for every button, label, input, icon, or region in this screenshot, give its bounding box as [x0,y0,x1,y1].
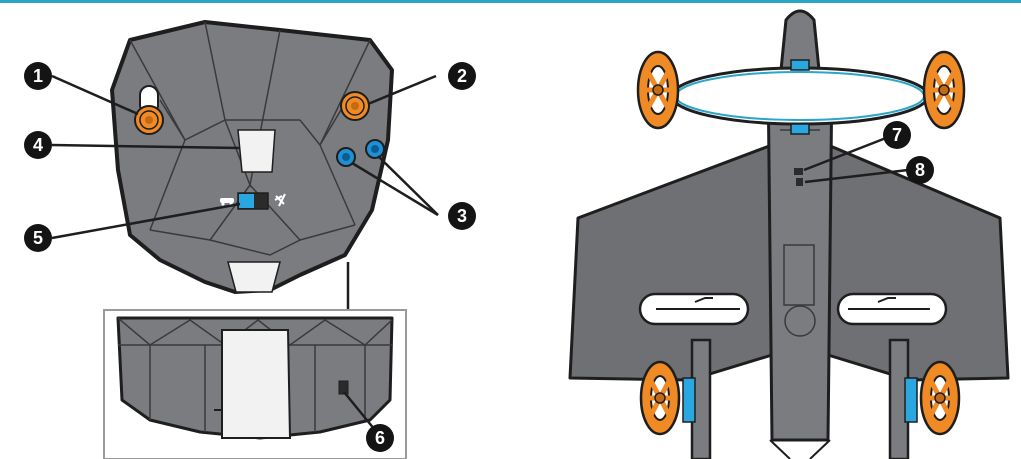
header-rule [0,0,1021,3]
port-leader-line [343,391,376,431]
callout-1: 1 [24,62,52,90]
callout-4: 4 [24,131,52,159]
aircraft-bottom-view [568,9,1010,459]
right-joystick [340,91,370,121]
callout-3: 3 [448,202,476,230]
charging-port [338,380,349,395]
controller-leader-lines [51,74,439,310]
front-left-propeller [636,50,680,130]
callout-2: 2 [448,62,476,90]
battery-port [796,178,803,186]
right-wheel-well [836,292,948,326]
cabin-window [670,66,930,126]
rear-right-propeller [919,360,961,436]
fuselage-port [784,305,816,337]
front-right-propeller [922,50,966,130]
controller-front-inset [103,309,407,459]
leader-8 [804,168,909,184]
callout-5: 5 [24,224,52,252]
front-light-panel [221,329,292,439]
left-joystick [134,105,164,135]
rear-left-propeller [639,360,681,436]
mode-switch [220,192,286,210]
controller-bottom-panel [227,261,281,293]
plane-mode-icon [274,193,286,207]
callout-6: 6 [366,424,394,452]
power-switch [794,168,803,175]
fuselage-panel [783,244,815,306]
controller-top-panel [237,129,276,173]
leader-7 [803,136,887,172]
left-wheel-well [638,292,750,326]
controller-facets [129,21,371,256]
trim-buttons [336,139,385,167]
callout-8: 8 [906,156,934,184]
remote-controller-top [51,20,439,310]
callout-7: 7 [883,121,911,149]
